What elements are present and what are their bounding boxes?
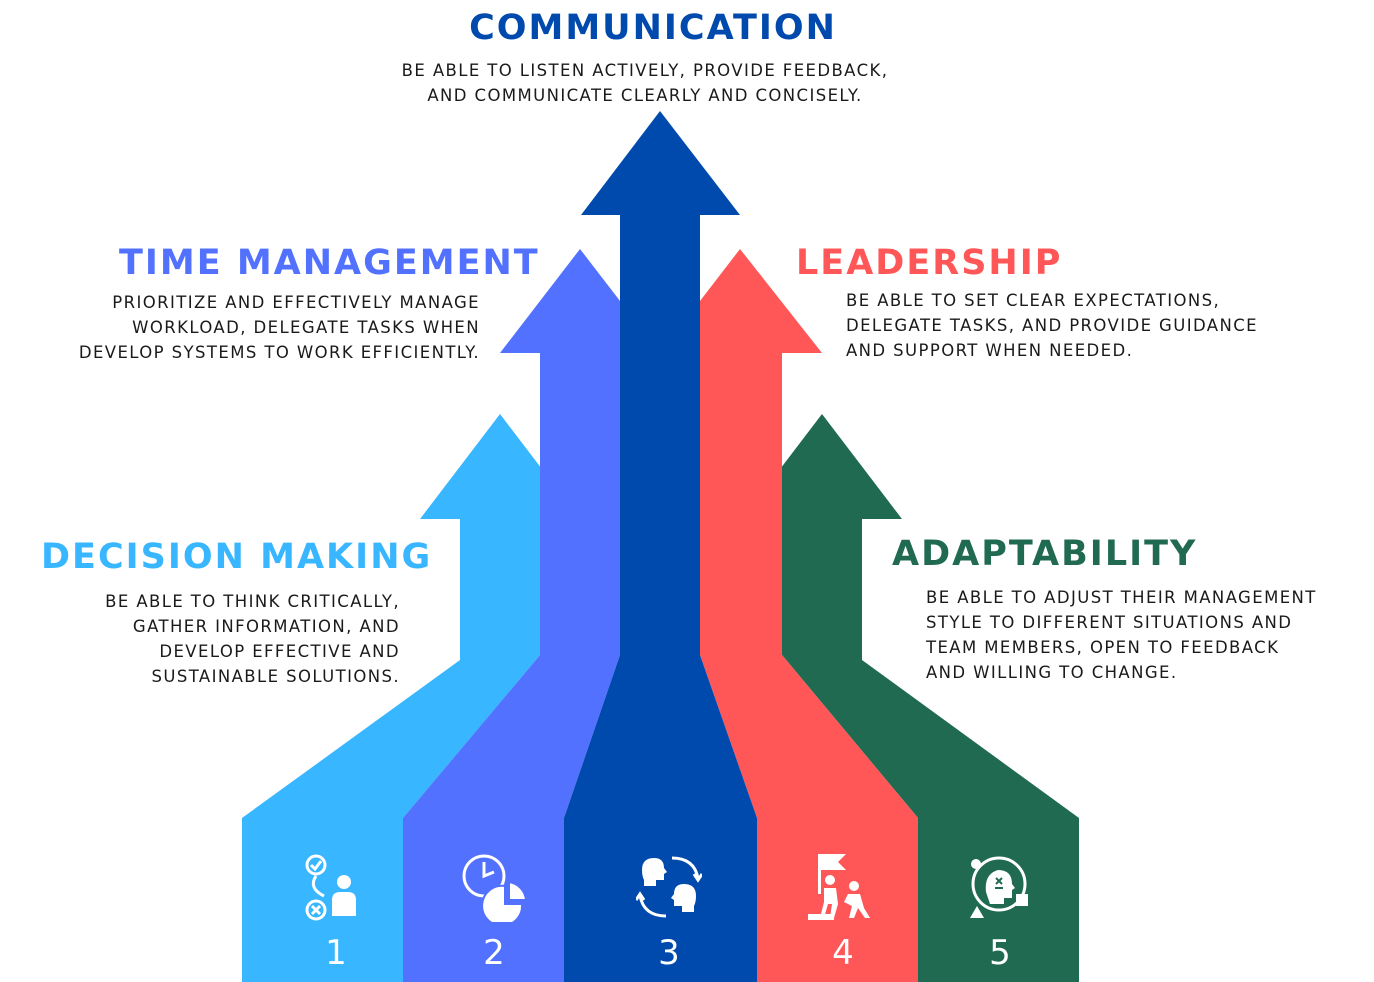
step-number-5: 5 bbox=[989, 933, 1011, 973]
title-time-management: TIME MANAGEMENT bbox=[119, 243, 540, 283]
decision-person-icon bbox=[298, 852, 364, 922]
arrow-communication bbox=[564, 111, 757, 982]
arrow-time-management bbox=[403, 249, 660, 982]
arrow-adaptability bbox=[742, 414, 1079, 982]
desc-adaptability: BE ABLE TO ADJUST THEIR MANAGEMENT STYLE… bbox=[926, 588, 1317, 682]
adaptable-mind-icon bbox=[966, 852, 1032, 922]
title-leadership: LEADERSHIP bbox=[796, 243, 1063, 283]
step-number-4: 4 bbox=[832, 933, 854, 973]
leader-flag-icon bbox=[808, 852, 874, 922]
desc-decision-making: BE ABLE TO THINK CRITICALLY, GATHER INFO… bbox=[105, 592, 400, 686]
clock-pie-icon bbox=[460, 852, 526, 922]
two-heads-exchange-icon bbox=[636, 852, 702, 922]
title-decision-making: DECISION MAKING bbox=[41, 537, 433, 577]
desc-time-management: PRIORITIZE AND EFFECTIVELY MANAGE WORKLO… bbox=[78, 293, 480, 362]
arrow-leadership bbox=[660, 249, 918, 982]
title-adaptability: ADAPTABILITY bbox=[892, 534, 1198, 574]
title-communication: COMMUNICATION bbox=[469, 8, 837, 48]
step-number-2: 2 bbox=[483, 933, 505, 973]
desc-communication: BE ABLE TO LISTEN ACTIVELY, PROVIDE FEED… bbox=[401, 61, 889, 105]
step-number-1: 1 bbox=[325, 933, 347, 973]
desc-leadership: BE ABLE TO SET CLEAR EXPECTATIONS, DELEG… bbox=[846, 291, 1258, 360]
arrow-decision-making bbox=[242, 414, 580, 982]
step-number-3: 3 bbox=[658, 933, 680, 973]
